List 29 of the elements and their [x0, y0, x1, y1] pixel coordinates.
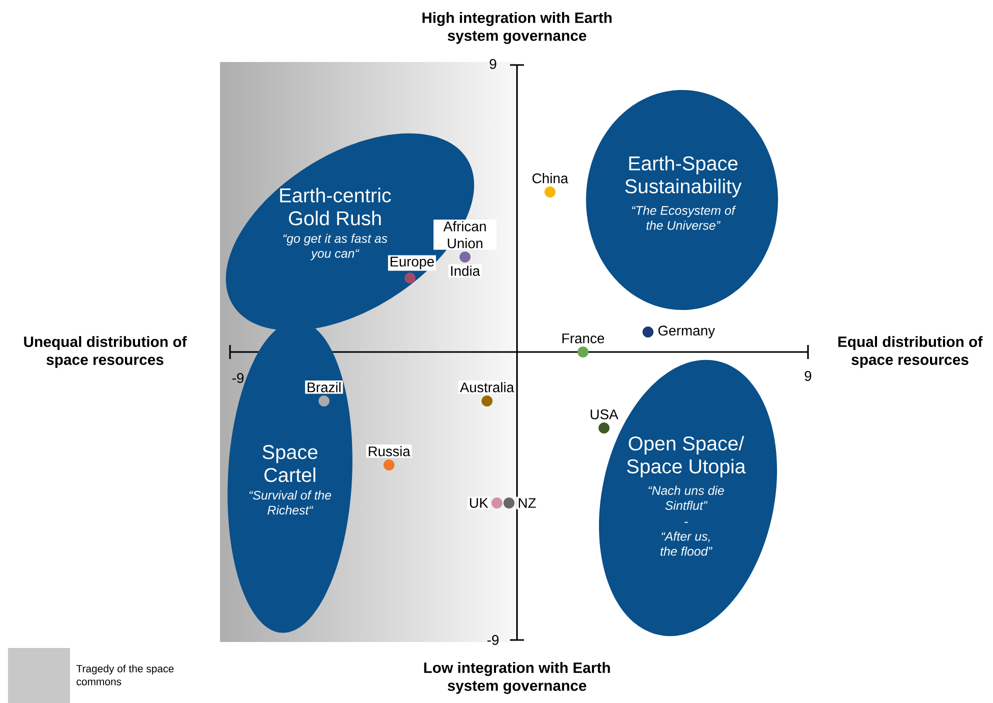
legend-label: Tragedy of the space commons: [76, 664, 174, 686]
data-point: [384, 460, 394, 470]
axis-title: Unequal distribution of space resources: [24, 336, 187, 368]
point-label: China: [530, 172, 570, 185]
point-label: India: [448, 264, 482, 278]
tick-label: -9: [487, 635, 499, 645]
point-label: NZ: [516, 496, 538, 510]
data-point: [544, 186, 556, 198]
tick-label: -9: [232, 373, 244, 383]
point-label: African Union: [434, 220, 496, 250]
point-label: Russia: [366, 444, 412, 458]
data-point: [642, 326, 654, 338]
point-label: Germany: [656, 324, 717, 340]
data-point: [598, 422, 610, 434]
tick-label: 9: [490, 59, 496, 69]
point-label: Brazil: [305, 380, 343, 394]
data-point: [504, 498, 514, 508]
point-label: UK: [467, 496, 490, 510]
data-point: [460, 252, 470, 262]
data-point: [578, 346, 588, 358]
axis-title: Low integration with Earth system governance: [424, 662, 610, 694]
point-label: Australia: [458, 380, 516, 394]
point-label: France: [560, 332, 606, 345]
axis-title: High integration with Earth system governance: [422, 12, 612, 44]
point-label: Europe: [388, 255, 436, 271]
data-point: [482, 396, 492, 406]
data-point: [492, 498, 502, 508]
axis-title: Equal distribution of space resources: [838, 336, 983, 368]
tick-label: 9: [804, 371, 812, 381]
